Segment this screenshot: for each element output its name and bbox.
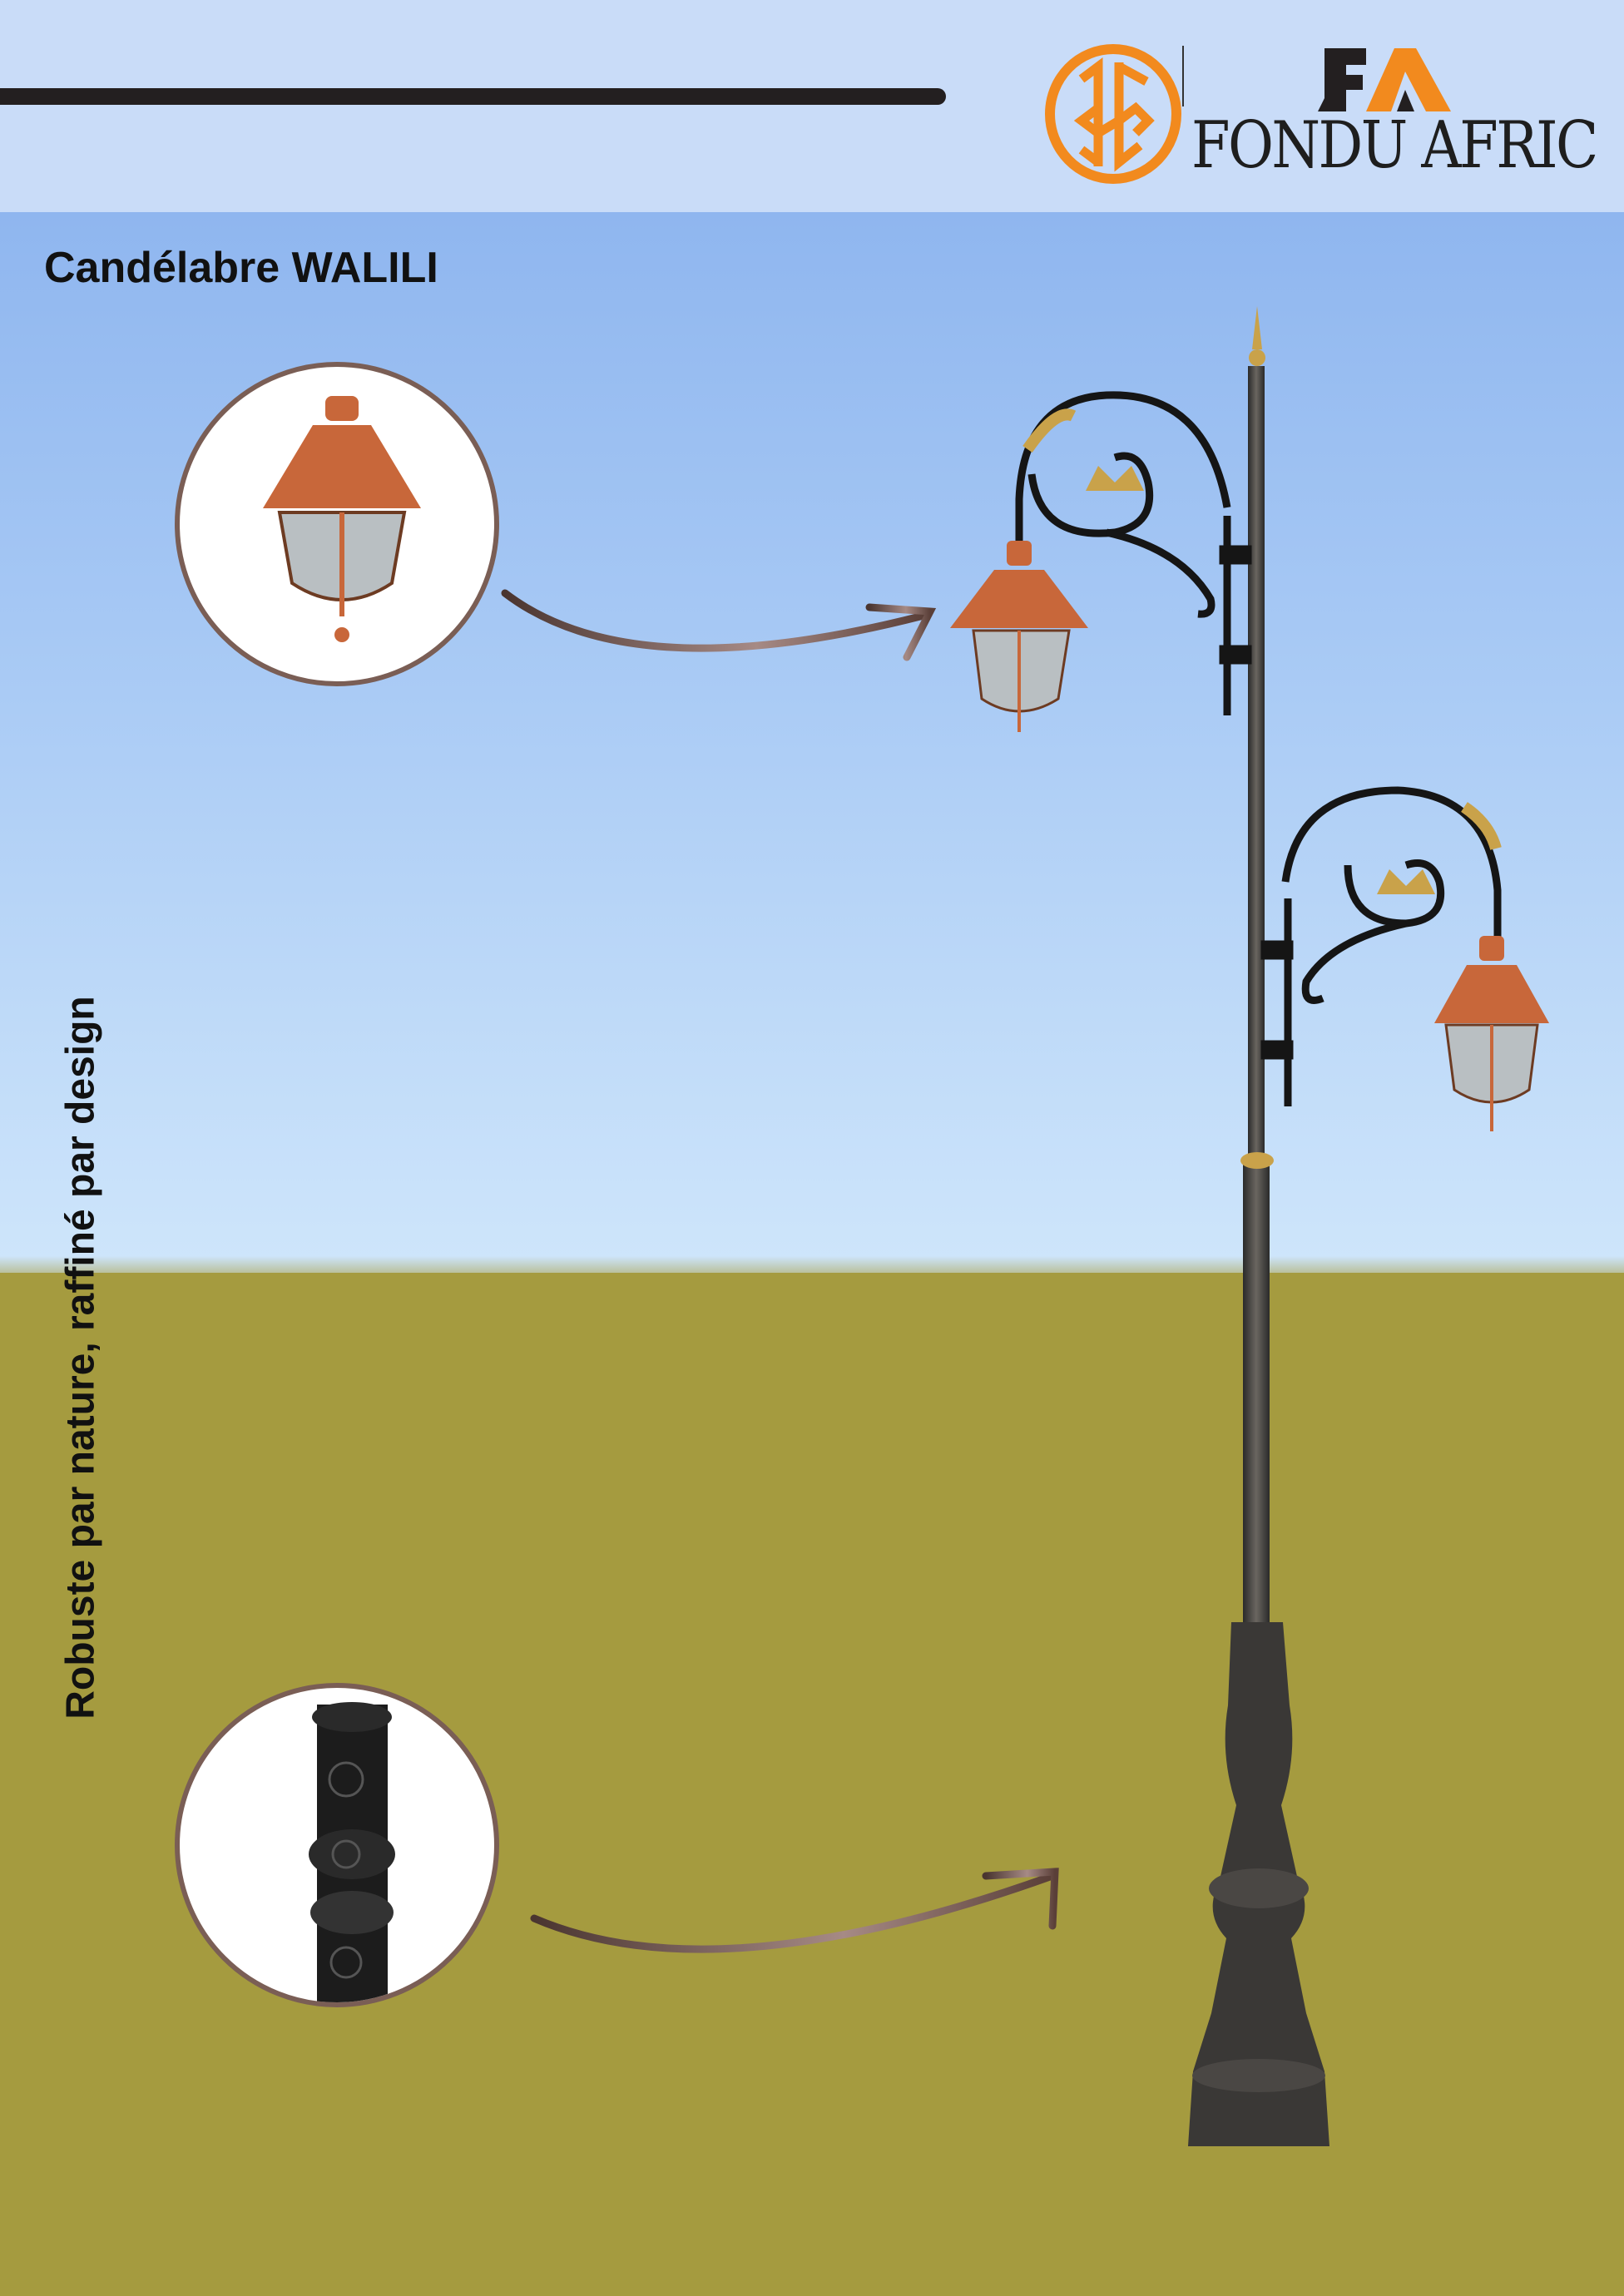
header-rule (0, 88, 946, 105)
horizon-blend (0, 1256, 1624, 1289)
ornate-column-icon (309, 1702, 395, 2002)
header-band (0, 0, 1624, 212)
brand-fa-monogram (1318, 48, 1451, 111)
tagline: Robuste par nature, raffiné par design (58, 996, 103, 1720)
sky-background (0, 212, 1624, 1281)
brand-name: FONDU AFRIC (1191, 108, 1598, 183)
lantern-detail-circle (175, 362, 499, 686)
product-title: Candélabre WALILI (44, 244, 438, 292)
lantern-icon (263, 396, 421, 642)
pole-base-detail-circle (175, 1683, 499, 2007)
